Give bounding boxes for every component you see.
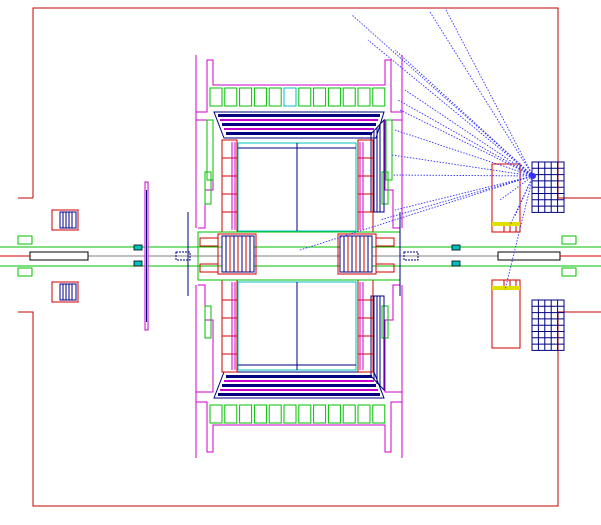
far-calorimeter-upper — [531, 161, 565, 213]
track — [394, 49, 534, 177]
muon-chambers-lower — [209, 404, 386, 424]
muon-chamber — [239, 404, 253, 424]
muon-chamber — [268, 404, 282, 424]
forward-planes — [144, 181, 401, 331]
muon-chamber — [357, 87, 371, 107]
solenoid-coil-lower — [213, 371, 385, 399]
muon-chamber — [283, 87, 297, 107]
muon-chamber — [313, 404, 327, 424]
hall-outline — [32, 7, 601, 199]
solenoid-coil-upper — [213, 111, 385, 139]
muon-chamber — [253, 87, 267, 107]
track — [404, 89, 534, 177]
muon-chamber — [209, 404, 223, 424]
muon-chamber — [327, 87, 341, 107]
beam-line — [0, 235, 601, 277]
muon-chamber — [253, 404, 267, 424]
muon-chamber — [224, 404, 238, 424]
muon-chamber — [372, 87, 386, 107]
forward-tracker — [197, 231, 401, 281]
track — [514, 175, 534, 217]
return-yoke-lower — [195, 284, 403, 458]
muon-chamber — [298, 404, 312, 424]
track — [367, 39, 534, 177]
track — [499, 175, 534, 201]
track — [399, 109, 534, 177]
forward-calorimeter-blocks — [221, 235, 373, 273]
muon-chambers-upper — [209, 87, 386, 107]
left-monitors — [51, 209, 79, 303]
interaction-point — [530, 173, 536, 179]
far-calorimeter-lower — [531, 299, 565, 351]
track — [397, 99, 534, 177]
track — [379, 175, 534, 221]
muon-chamber — [372, 404, 386, 424]
muon-chamber — [283, 404, 297, 424]
beam-elements — [133, 244, 461, 267]
muon-chamber — [239, 87, 253, 107]
track — [391, 174, 534, 177]
calorimeter-inner-strips — [231, 142, 364, 370]
muon-chamber — [298, 87, 312, 107]
track — [394, 129, 534, 177]
track — [429, 11, 534, 177]
track — [351, 14, 534, 177]
muon-chamber — [268, 87, 282, 107]
muon-chamber — [342, 404, 356, 424]
muon-chamber — [224, 87, 238, 107]
muon-chamber — [327, 404, 341, 424]
hall-outline-lower — [18, 311, 601, 507]
muon-chamber — [342, 87, 356, 107]
muon-chamber — [357, 404, 371, 424]
particle-tracks — [299, 7, 534, 291]
muon-chamber — [313, 87, 327, 107]
endcap-blocks — [370, 118, 385, 392]
muon-chamber — [209, 87, 223, 107]
track — [394, 175, 534, 211]
muon-chambers-side — [204, 119, 393, 339]
